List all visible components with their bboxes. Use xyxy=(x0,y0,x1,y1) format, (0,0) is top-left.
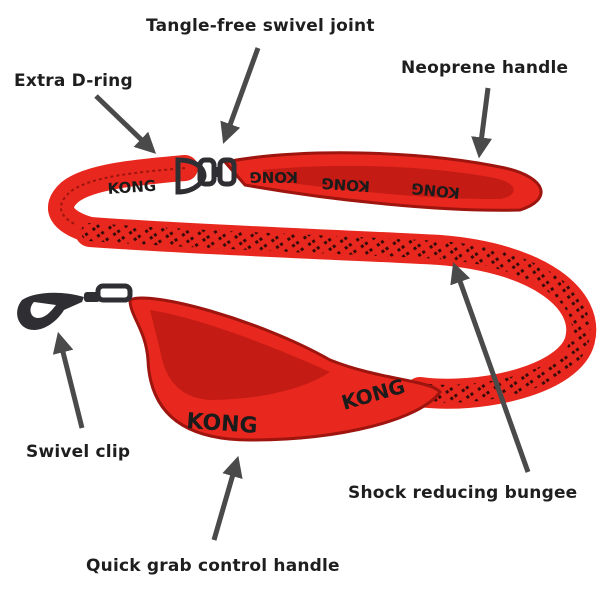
callout-d-ring: Extra D-ring xyxy=(14,71,133,91)
grab-handle-inner xyxy=(150,310,330,400)
upper-strap-edge xyxy=(59,167,186,231)
brand-print: KONG xyxy=(321,174,371,195)
arrow-d-ring xyxy=(94,94,157,154)
arrow-swivel-clip xyxy=(52,331,85,429)
callout-bungee: Shock reducing bungee xyxy=(348,483,578,503)
callout-neoprene-handle: Neoprene handle xyxy=(401,58,569,78)
arrow-swivel-joint xyxy=(220,47,261,144)
brand-print: KONG xyxy=(186,409,259,439)
arrow-bungee xyxy=(450,262,531,473)
callout-swivel-joint: Tangle-free swivel joint xyxy=(146,16,375,36)
brand-print: KONG xyxy=(411,179,461,202)
brand-print: KONG xyxy=(249,168,298,186)
d-ring xyxy=(175,157,207,195)
callout-grab-handle: Quick grab control handle xyxy=(86,556,340,576)
callout-swivel-clip: Swivel clip xyxy=(26,442,131,462)
neoprene-handle-inner xyxy=(262,165,514,200)
bungee-stitching xyxy=(81,223,591,403)
swivel-clip xyxy=(17,283,133,330)
callout-arrows xyxy=(52,47,531,541)
swivel-joint xyxy=(197,157,237,187)
arrow-neoprene-handle xyxy=(471,87,493,159)
brand-print: KONG xyxy=(107,177,157,198)
arrow-grab-handle xyxy=(211,455,243,541)
